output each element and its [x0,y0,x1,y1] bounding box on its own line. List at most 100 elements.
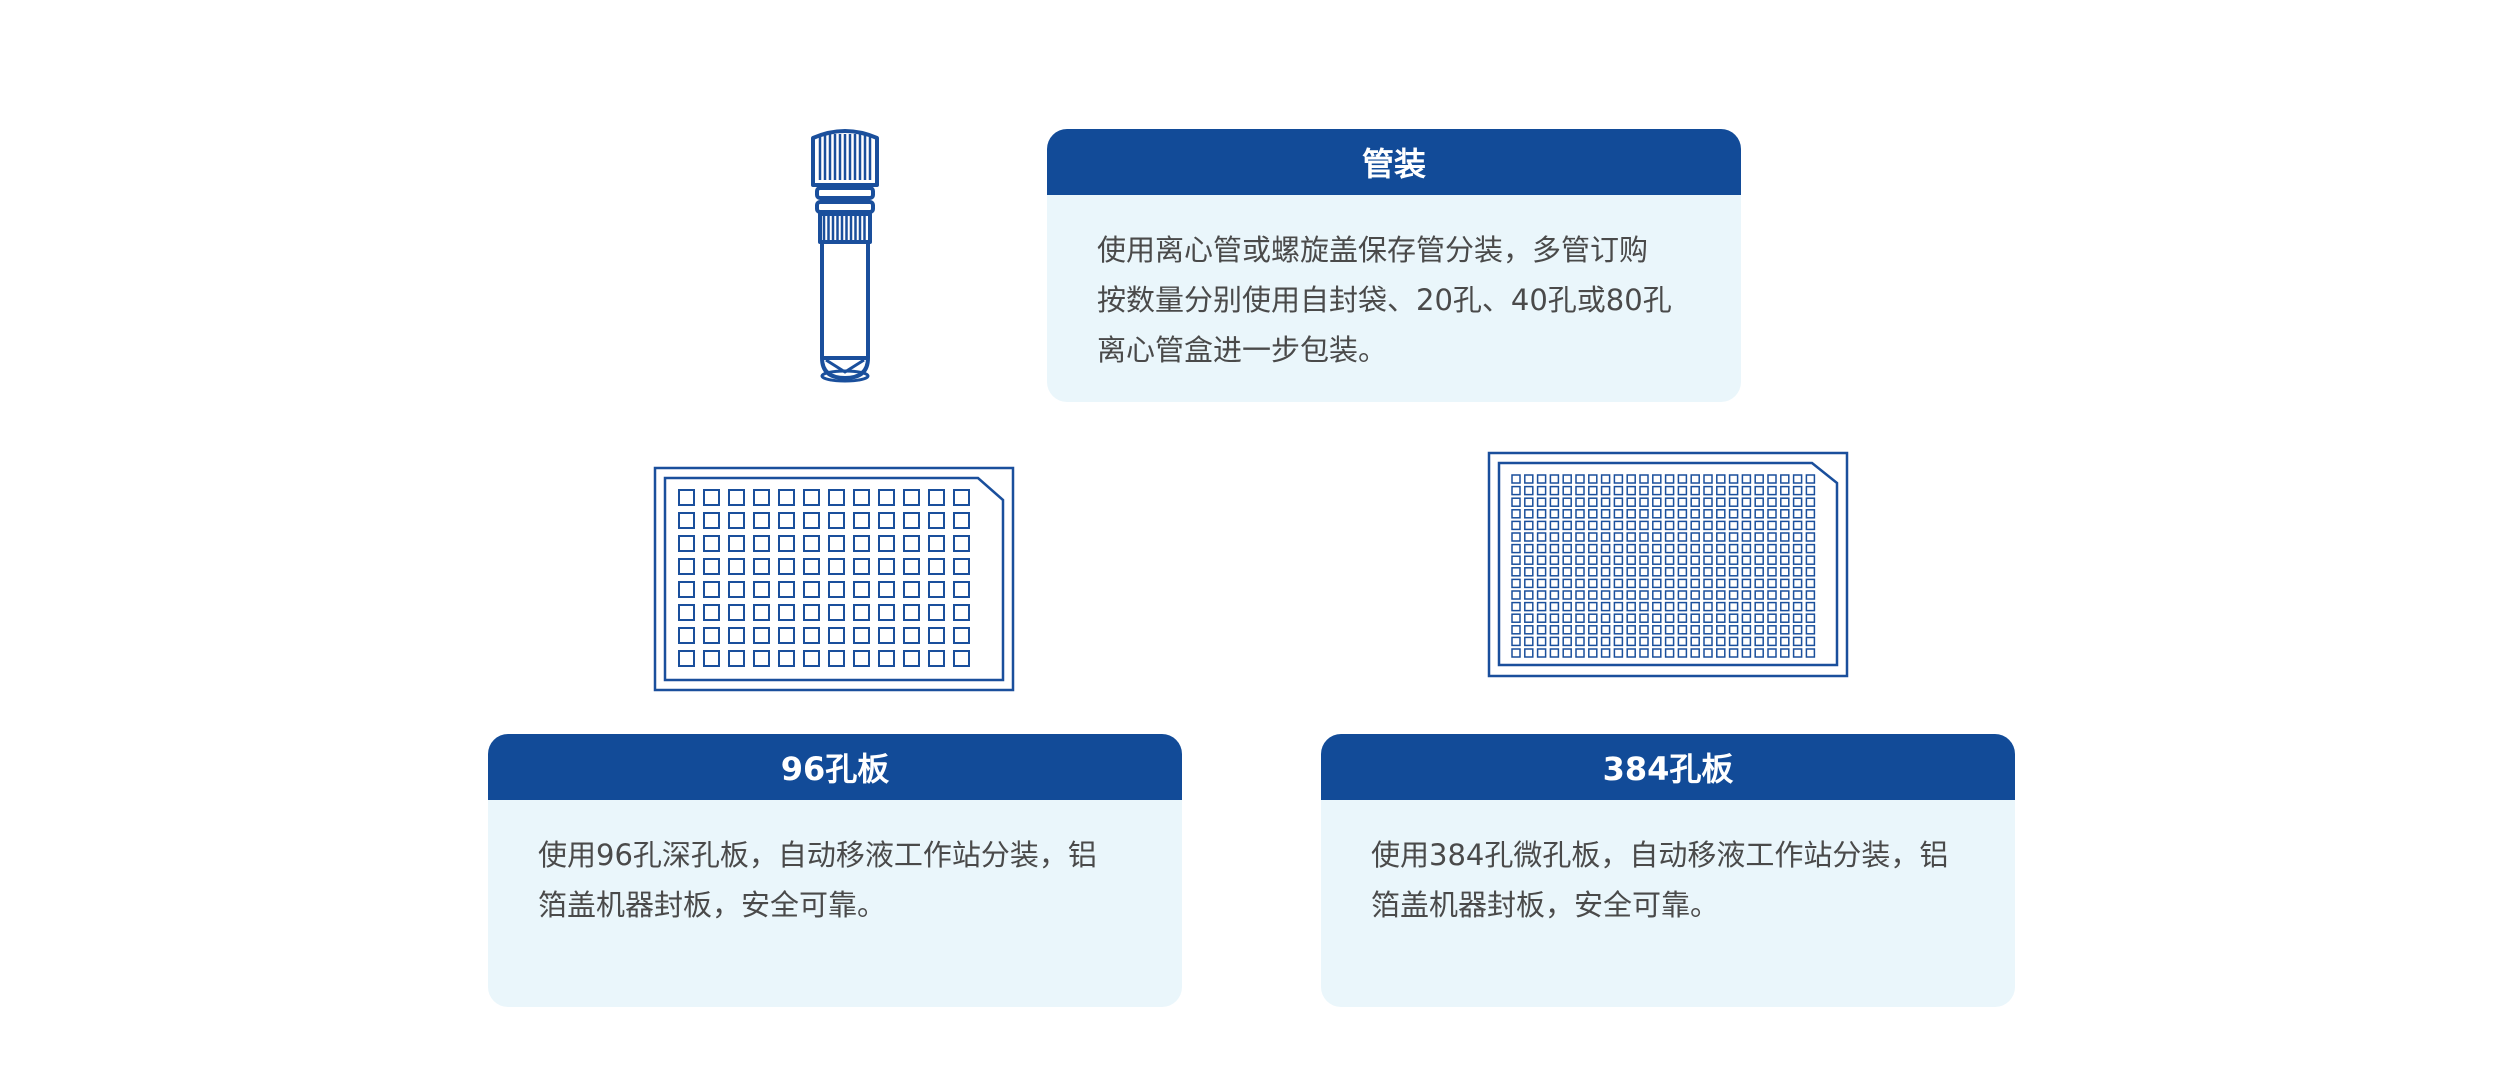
well [853,627,870,644]
well [1549,543,1560,554]
well [1600,601,1611,612]
well [1754,567,1764,577]
well [828,604,845,621]
well [1652,532,1662,542]
well [1536,474,1547,484]
well [1690,555,1700,565]
well [1792,578,1803,589]
plate96-card: 96孔板 使用96孔深孔板，自动移液工作站分装，铝 箔盖机器封板，安全可靠。 [488,734,1182,1007]
well [1600,613,1611,623]
well [1767,543,1777,554]
well [1716,520,1726,531]
well [1524,578,1534,589]
well [1511,520,1521,531]
well [1652,567,1662,577]
well [1805,485,1816,496]
well [728,650,745,667]
well [1741,648,1752,658]
well [1703,485,1713,496]
well [1780,625,1790,635]
well [1511,509,1521,519]
well [1716,625,1726,635]
well [853,558,870,575]
well [1703,555,1713,565]
well [1703,578,1713,589]
well [1792,532,1803,542]
well [1805,532,1816,542]
well [1805,613,1816,623]
well [1639,578,1649,589]
well [1600,474,1611,484]
well [1511,636,1521,647]
well [1588,474,1598,484]
well [953,512,970,529]
well [1703,648,1713,658]
well [828,558,845,575]
well [1613,601,1624,612]
well [1562,567,1572,577]
well [1690,648,1700,658]
well [803,512,820,529]
well [1703,543,1713,554]
well [678,558,695,575]
well [928,489,945,506]
well [1524,613,1534,623]
well [1626,520,1636,531]
well [1575,590,1585,600]
well [1703,625,1713,635]
well [1792,648,1803,658]
well [1536,497,1547,507]
well [1613,532,1624,542]
plate384-card-description: 使用384孔微孔板，自动移液工作站分装，铝 箔盖机器封板，安全可靠。 [1371,838,1949,922]
well [1588,636,1598,647]
well [1741,543,1752,554]
well [1639,555,1649,565]
well [1652,648,1662,658]
well [1600,555,1611,565]
well [1652,625,1662,635]
well [1716,485,1726,496]
well [928,650,945,667]
well [1690,590,1700,600]
well [1728,625,1739,635]
well [1536,601,1547,612]
well [1754,543,1764,554]
well [1664,578,1675,589]
well [1690,625,1700,635]
well [1780,474,1790,484]
well [1588,578,1598,589]
well [1690,543,1700,554]
well [1575,648,1585,658]
well [1652,485,1662,496]
well [1575,485,1585,496]
well [1728,555,1739,565]
well [953,489,970,506]
well [1575,567,1585,577]
well [1652,601,1662,612]
well [853,581,870,598]
well [1549,509,1560,519]
well [1575,497,1585,507]
well [1728,567,1739,577]
well [1703,497,1713,507]
well [803,604,820,621]
well [1703,567,1713,577]
well [753,581,770,598]
well [1754,636,1764,647]
well [1588,532,1598,542]
well [1767,485,1777,496]
well [728,558,745,575]
well [778,558,795,575]
well [1664,532,1675,542]
well [1716,497,1726,507]
well [753,489,770,506]
well [1728,578,1739,589]
well [1792,567,1803,577]
well [1600,520,1611,531]
well [1652,543,1662,554]
well [678,650,695,667]
well [1716,613,1726,623]
well [1690,636,1700,647]
well [1677,601,1688,612]
well [1626,532,1636,542]
